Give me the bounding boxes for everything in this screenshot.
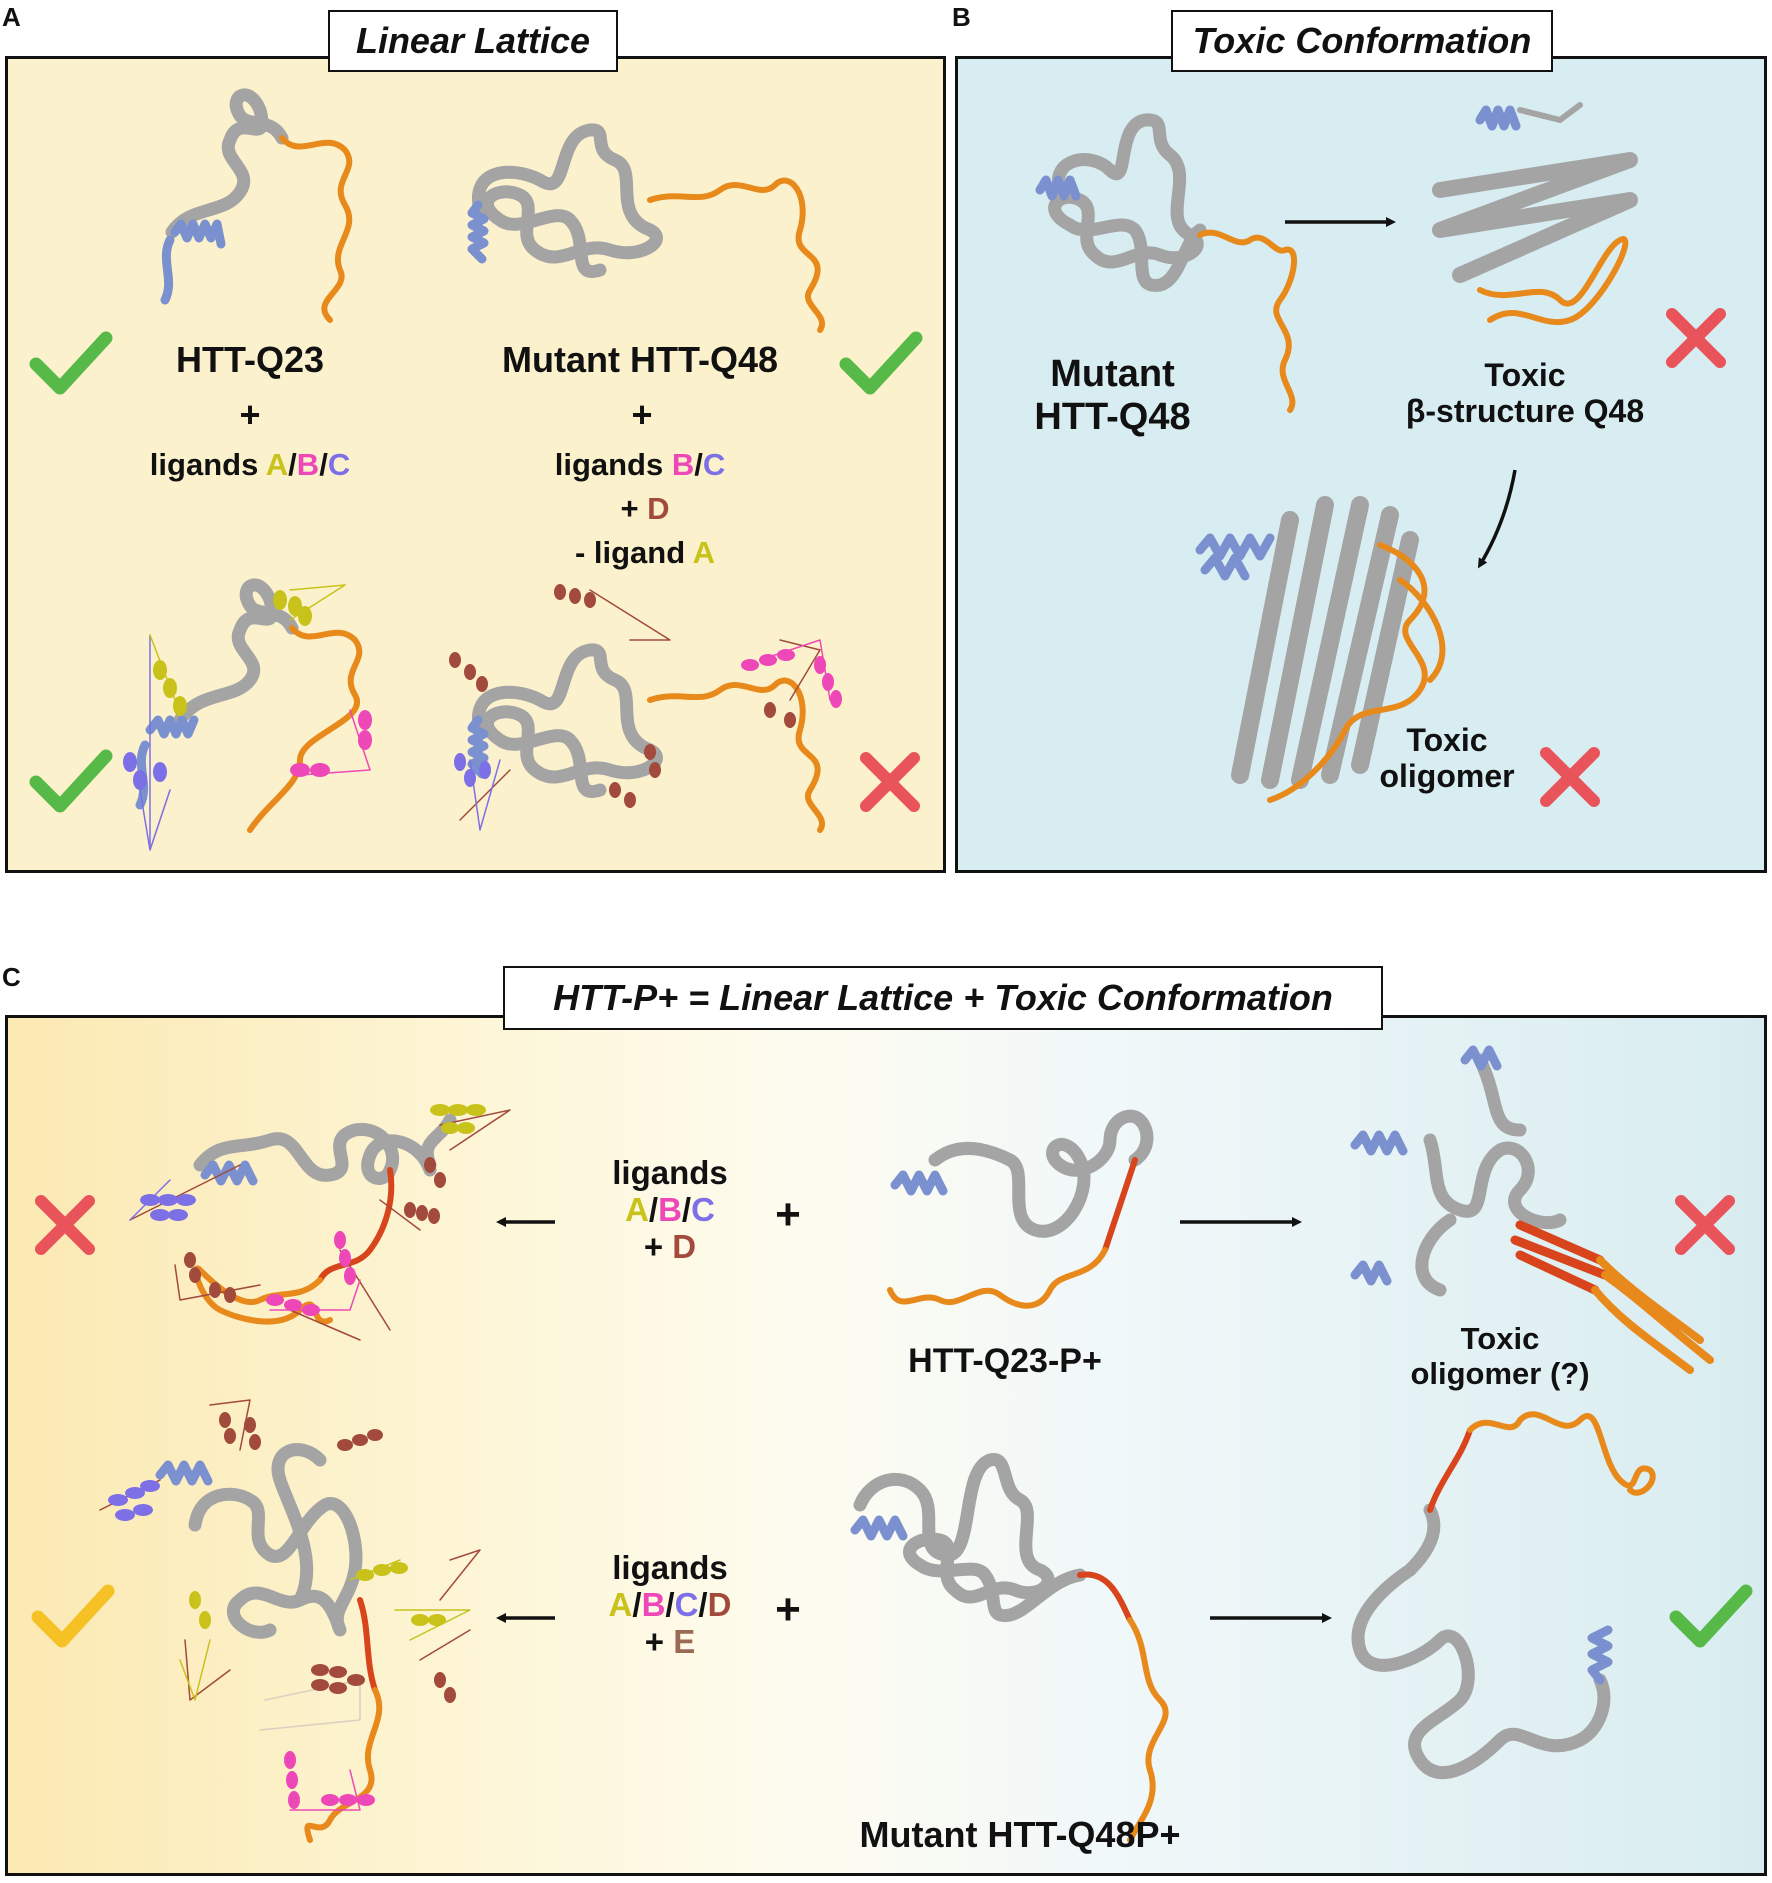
- plus-d-label: + D: [620, 491, 670, 526]
- plus-sign: +: [631, 394, 653, 435]
- toxic-beta-structure-label: Toxic β-structure Q48: [1405, 357, 1645, 429]
- ligand-icon: [140, 1104, 486, 1316]
- protein-chain-icon: [887, 1109, 1154, 1309]
- arrow-down-icon: [1477, 469, 1517, 569]
- protein-chain-icon: [135, 578, 371, 851]
- protein-chain-icon: [1432, 102, 1638, 326]
- check-icon: [1676, 1591, 1746, 1641]
- ligand-icon: [449, 584, 842, 808]
- protein-chain-icon: [1195, 496, 1446, 803]
- protein-chain-icon: [129, 1109, 511, 1341]
- minus-ligand-a-label: - ligand A: [574, 535, 716, 570]
- cross-icon: [1672, 314, 1720, 362]
- ligands-abc-label: ligands A/B/C: [149, 447, 351, 482]
- panel-b-letter: B: [952, 2, 971, 32]
- ligands-abcd-label: ligands A/B/C + D: [612, 1154, 728, 1265]
- protein-chain-icon: [850, 1453, 1169, 1843]
- panel-a-title: Linear Lattice: [328, 10, 618, 72]
- protein-chain-icon: [160, 88, 353, 323]
- htt-q23-p-plus-label: HTT-Q23-P+: [908, 1342, 1102, 1380]
- ligand-icon: [123, 590, 372, 790]
- check-icon: [38, 1591, 108, 1641]
- plus-sign: +: [775, 1190, 801, 1239]
- htt-q23-label: HTT-Q23: [175, 339, 325, 380]
- ligands-abcde-label: ligands A/B/C/D + E: [608, 1549, 732, 1660]
- ligand-icon: [108, 1412, 456, 1809]
- toxic-oligomer-question-label: Toxic oligomer (?): [1410, 1321, 1590, 1391]
- toxic-oligomer-label: Toxic oligomer: [1379, 722, 1515, 794]
- plus-sign: +: [775, 1585, 801, 1634]
- mutant-htt-q48p-plus-label: Mutant HTT-Q48P+: [859, 1814, 1181, 1855]
- check-icon: [36, 338, 106, 388]
- check-icon: [846, 338, 916, 388]
- check-icon: [36, 756, 106, 806]
- panel-a-letter: A: [2, 2, 21, 32]
- mutant-htt-q48-label: Mutant HTT-Q48: [1034, 353, 1191, 438]
- cross-icon: [41, 1201, 89, 1249]
- cross-icon: [866, 758, 914, 806]
- protein-chain-icon: [459, 589, 831, 833]
- cross-icon: [1546, 753, 1594, 801]
- protein-chain-icon: [1350, 1045, 1714, 1374]
- protein-chain-icon: [467, 123, 825, 333]
- panel-b-title: Toxic Conformation: [1171, 10, 1553, 72]
- panel-c-letter: C: [2, 962, 21, 992]
- ligands-bc-label: ligands B/C: [554, 447, 726, 482]
- protein-chain-icon: [1351, 1411, 1656, 1780]
- panel-c-title: HTT-P+ = Linear Lattice + Toxic Conforma…: [503, 966, 1383, 1030]
- protein-chain-icon: [1035, 113, 1298, 413]
- cross-icon: [1681, 1201, 1729, 1249]
- mutant-htt-q48-label: Mutant HTT-Q48: [502, 339, 778, 380]
- plus-sign: +: [239, 394, 261, 435]
